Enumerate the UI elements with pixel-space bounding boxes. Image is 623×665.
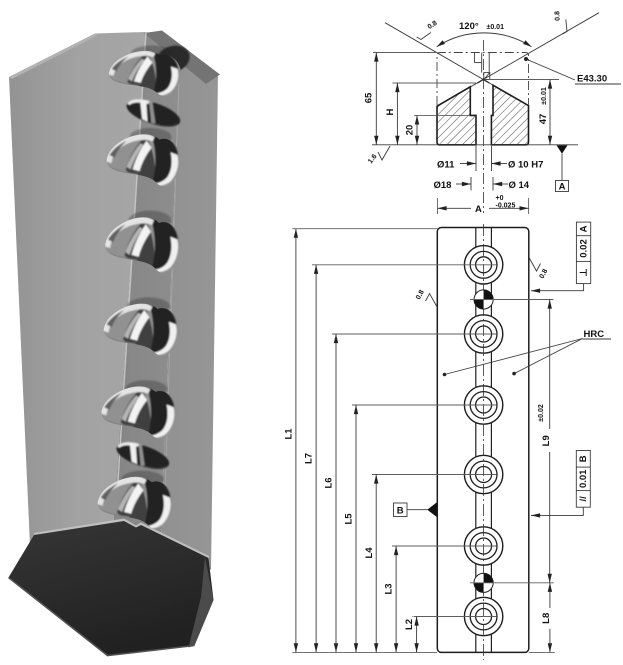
svg-text:0.8: 0.8 — [415, 289, 426, 301]
svg-text:L6: L6 — [324, 477, 335, 488]
svg-text:-0.025: -0.025 — [496, 203, 516, 210]
svg-text:0.8: 0.8 — [554, 11, 561, 21]
svg-text:Ø11: Ø11 — [437, 160, 455, 171]
svg-text:20: 20 — [405, 125, 416, 136]
svg-text:L7: L7 — [304, 453, 315, 464]
svg-text:L9: L9 — [541, 435, 552, 446]
svg-text:L4: L4 — [364, 547, 375, 559]
svg-text:A: A — [578, 225, 589, 232]
svg-text:E43.30: E43.30 — [577, 74, 607, 85]
svg-text:L5: L5 — [344, 513, 355, 525]
svg-text:Ø 14: Ø 14 — [509, 180, 530, 191]
svg-text:A: A — [475, 204, 482, 215]
svg-text:L1: L1 — [284, 428, 295, 440]
svg-text:0.8: 0.8 — [539, 268, 550, 280]
svg-text:0.02: 0.02 — [578, 239, 589, 258]
svg-text:L8: L8 — [541, 613, 552, 624]
svg-text:A: A — [559, 182, 566, 193]
svg-text:HRC: HRC — [584, 329, 605, 340]
svg-text:1.6: 1.6 — [367, 153, 379, 165]
svg-text:65: 65 — [364, 92, 375, 103]
svg-text:H: H — [385, 108, 396, 115]
svg-text:Ø18: Ø18 — [434, 180, 452, 191]
svg-text:0.01: 0.01 — [578, 469, 589, 488]
svg-text:47: 47 — [538, 114, 549, 125]
svg-text:B: B — [578, 455, 589, 462]
svg-text:Ø 10 H7: Ø 10 H7 — [508, 160, 543, 171]
svg-text:0.8: 0.8 — [427, 20, 439, 31]
svg-text:L3: L3 — [384, 583, 395, 594]
svg-text:B: B — [397, 506, 404, 517]
svg-text:⊥: ⊥ — [578, 268, 589, 277]
svg-text://: // — [578, 496, 589, 502]
svg-text:120°: 120° — [459, 21, 479, 32]
svg-text:L2: L2 — [404, 619, 415, 630]
svg-text:±0.02: ±0.02 — [538, 404, 545, 422]
svg-text:±0.01: ±0.01 — [487, 24, 505, 31]
svg-text:±0.01: ±0.01 — [541, 87, 548, 105]
svg-text:+0: +0 — [496, 195, 504, 202]
